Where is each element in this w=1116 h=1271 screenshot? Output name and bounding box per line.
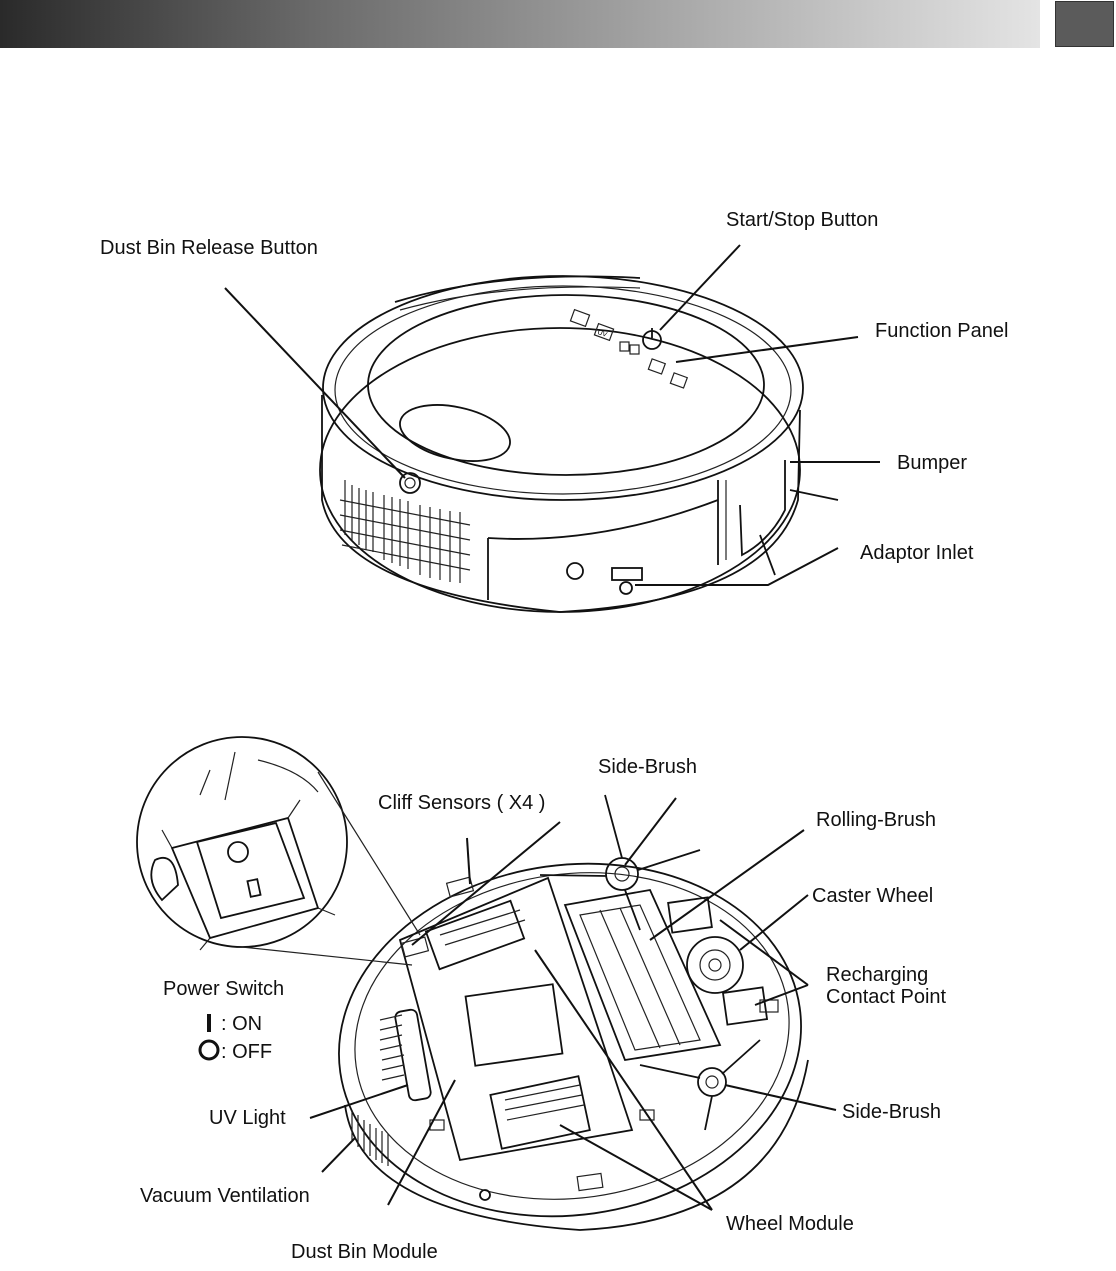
off-symbol-circle	[200, 1041, 218, 1059]
label-dust-bin-release-button: Dust Bin Release Button	[100, 237, 318, 259]
label-on: : ON	[221, 1013, 262, 1035]
leader-side-brush-bottom	[725, 1085, 836, 1110]
label-adaptor-inlet: Adaptor Inlet	[860, 542, 974, 564]
label-contact-point: Contact Point	[826, 986, 947, 1008]
switch-off-position	[228, 842, 248, 862]
power-switch-inset	[137, 737, 347, 950]
leader-function-panel	[676, 337, 858, 362]
label-power-switch: Power Switch	[163, 978, 284, 1000]
label-cliff-sensors: Cliff Sensors ( X4 )	[378, 792, 545, 814]
bottom-vents	[352, 1110, 388, 1166]
side-vents	[340, 480, 470, 583]
leader-vacuum-ventilation	[322, 1138, 355, 1172]
label-dust-bin-module: Dust Bin Module	[291, 1241, 438, 1263]
label-rolling-brush: Rolling-Brush	[816, 809, 936, 831]
label-vacuum-ventilation: Vacuum Ventilation	[140, 1185, 310, 1207]
leader-side-brush-top	[625, 798, 676, 865]
leader-uv-light	[310, 1085, 408, 1118]
label-recharging: Recharging	[826, 964, 928, 986]
leader-rolling-brush	[650, 830, 804, 940]
label-start-stop-button: Start/Stop Button	[726, 209, 878, 231]
label-off: : OFF	[221, 1041, 272, 1063]
switch-on-position	[247, 879, 260, 897]
label-bumper: Bumper	[897, 452, 967, 474]
robot-bottom-view	[316, 795, 824, 1246]
label-side-brush-top: Side-Brush	[598, 756, 697, 778]
leader-cliff-sensors-2	[412, 822, 560, 945]
label-uv-light: UV Light	[209, 1107, 286, 1129]
label-function-panel: Function Panel	[875, 320, 1008, 342]
robot-top-view: UV	[320, 276, 838, 612]
on-symbol-bar	[207, 1014, 211, 1032]
label-wheel-module: Wheel Module	[726, 1213, 854, 1235]
function-panel-icons: UV	[570, 310, 687, 388]
label-side-brush-bottom: Side-Brush	[842, 1101, 941, 1123]
label-caster-wheel: Caster Wheel	[812, 885, 933, 907]
